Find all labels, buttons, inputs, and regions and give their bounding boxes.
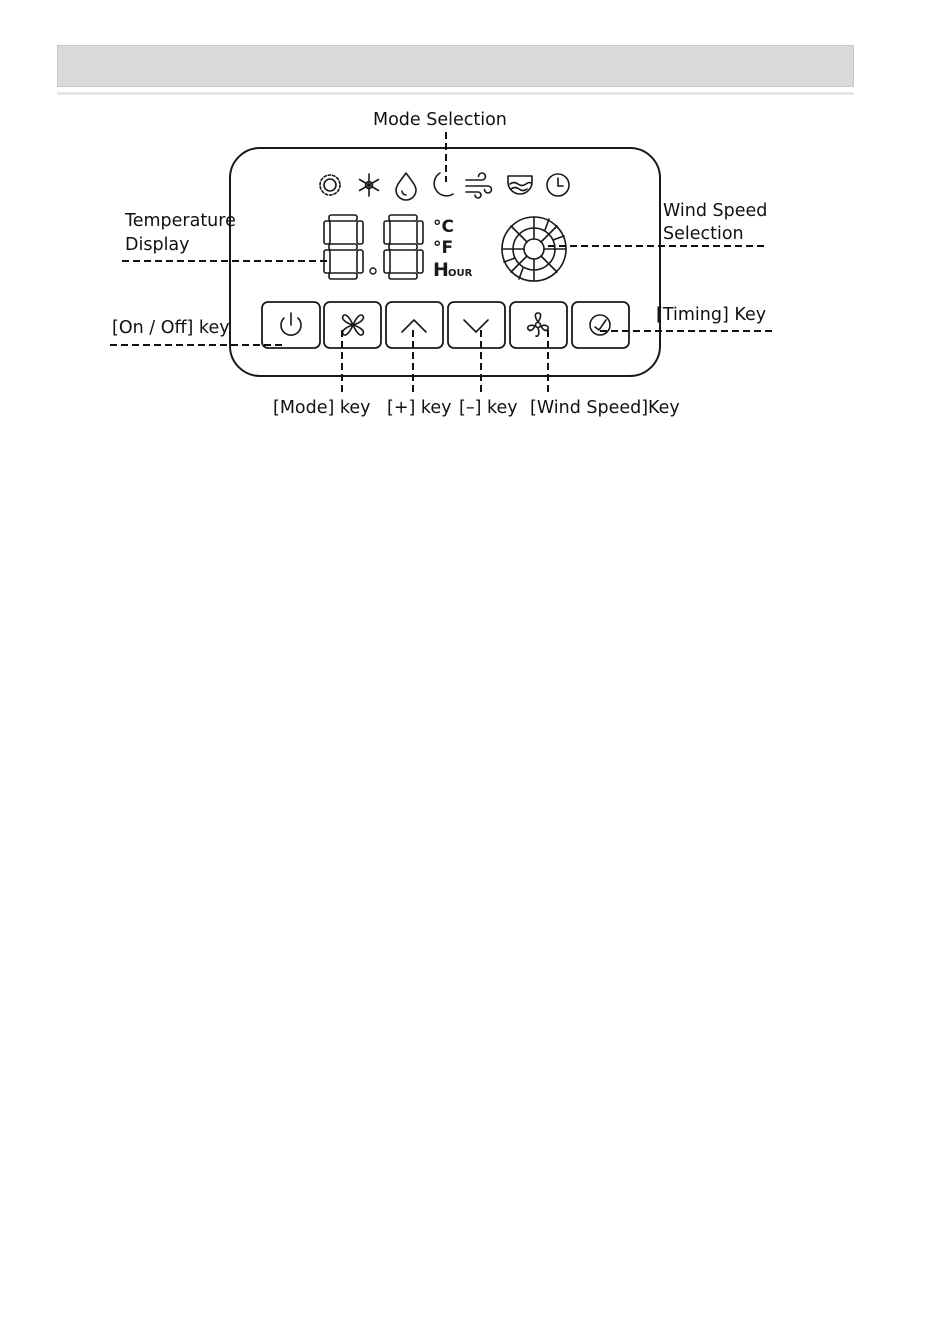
wind-speed-key[interactable] bbox=[510, 302, 567, 348]
mode-key[interactable] bbox=[324, 302, 381, 348]
plus-key-label: [+] key bbox=[387, 398, 452, 418]
timing-key-label: [Timing] Key bbox=[656, 305, 766, 325]
wind-speed-selection-label-2: Selection bbox=[663, 224, 744, 244]
timing-key[interactable] bbox=[572, 302, 629, 348]
minus-key-label: [–] key bbox=[459, 398, 518, 418]
unit-hour-rest: OUR bbox=[448, 268, 473, 279]
wind-speed-selection-label-1: Wind Speed bbox=[663, 201, 767, 221]
unit-hour-h: H bbox=[433, 259, 449, 281]
on-off-key[interactable] bbox=[262, 302, 320, 348]
on-off-key-label: [On / Off] key bbox=[112, 318, 230, 338]
mode-key-label: [Mode] key bbox=[273, 398, 371, 418]
mode-selection-label: Mode Selection bbox=[373, 110, 507, 130]
plus-key[interactable] bbox=[386, 302, 443, 348]
unit-celsius: °C bbox=[433, 217, 454, 237]
minus-key[interactable] bbox=[448, 302, 505, 348]
unit-fahrenheit: °F bbox=[433, 238, 453, 258]
temperature-display-label-2: Display bbox=[125, 235, 190, 255]
temperature-display-label-1: Temperature bbox=[124, 211, 236, 231]
wind-speed-key-label: [Wind Speed]Key bbox=[530, 398, 680, 418]
